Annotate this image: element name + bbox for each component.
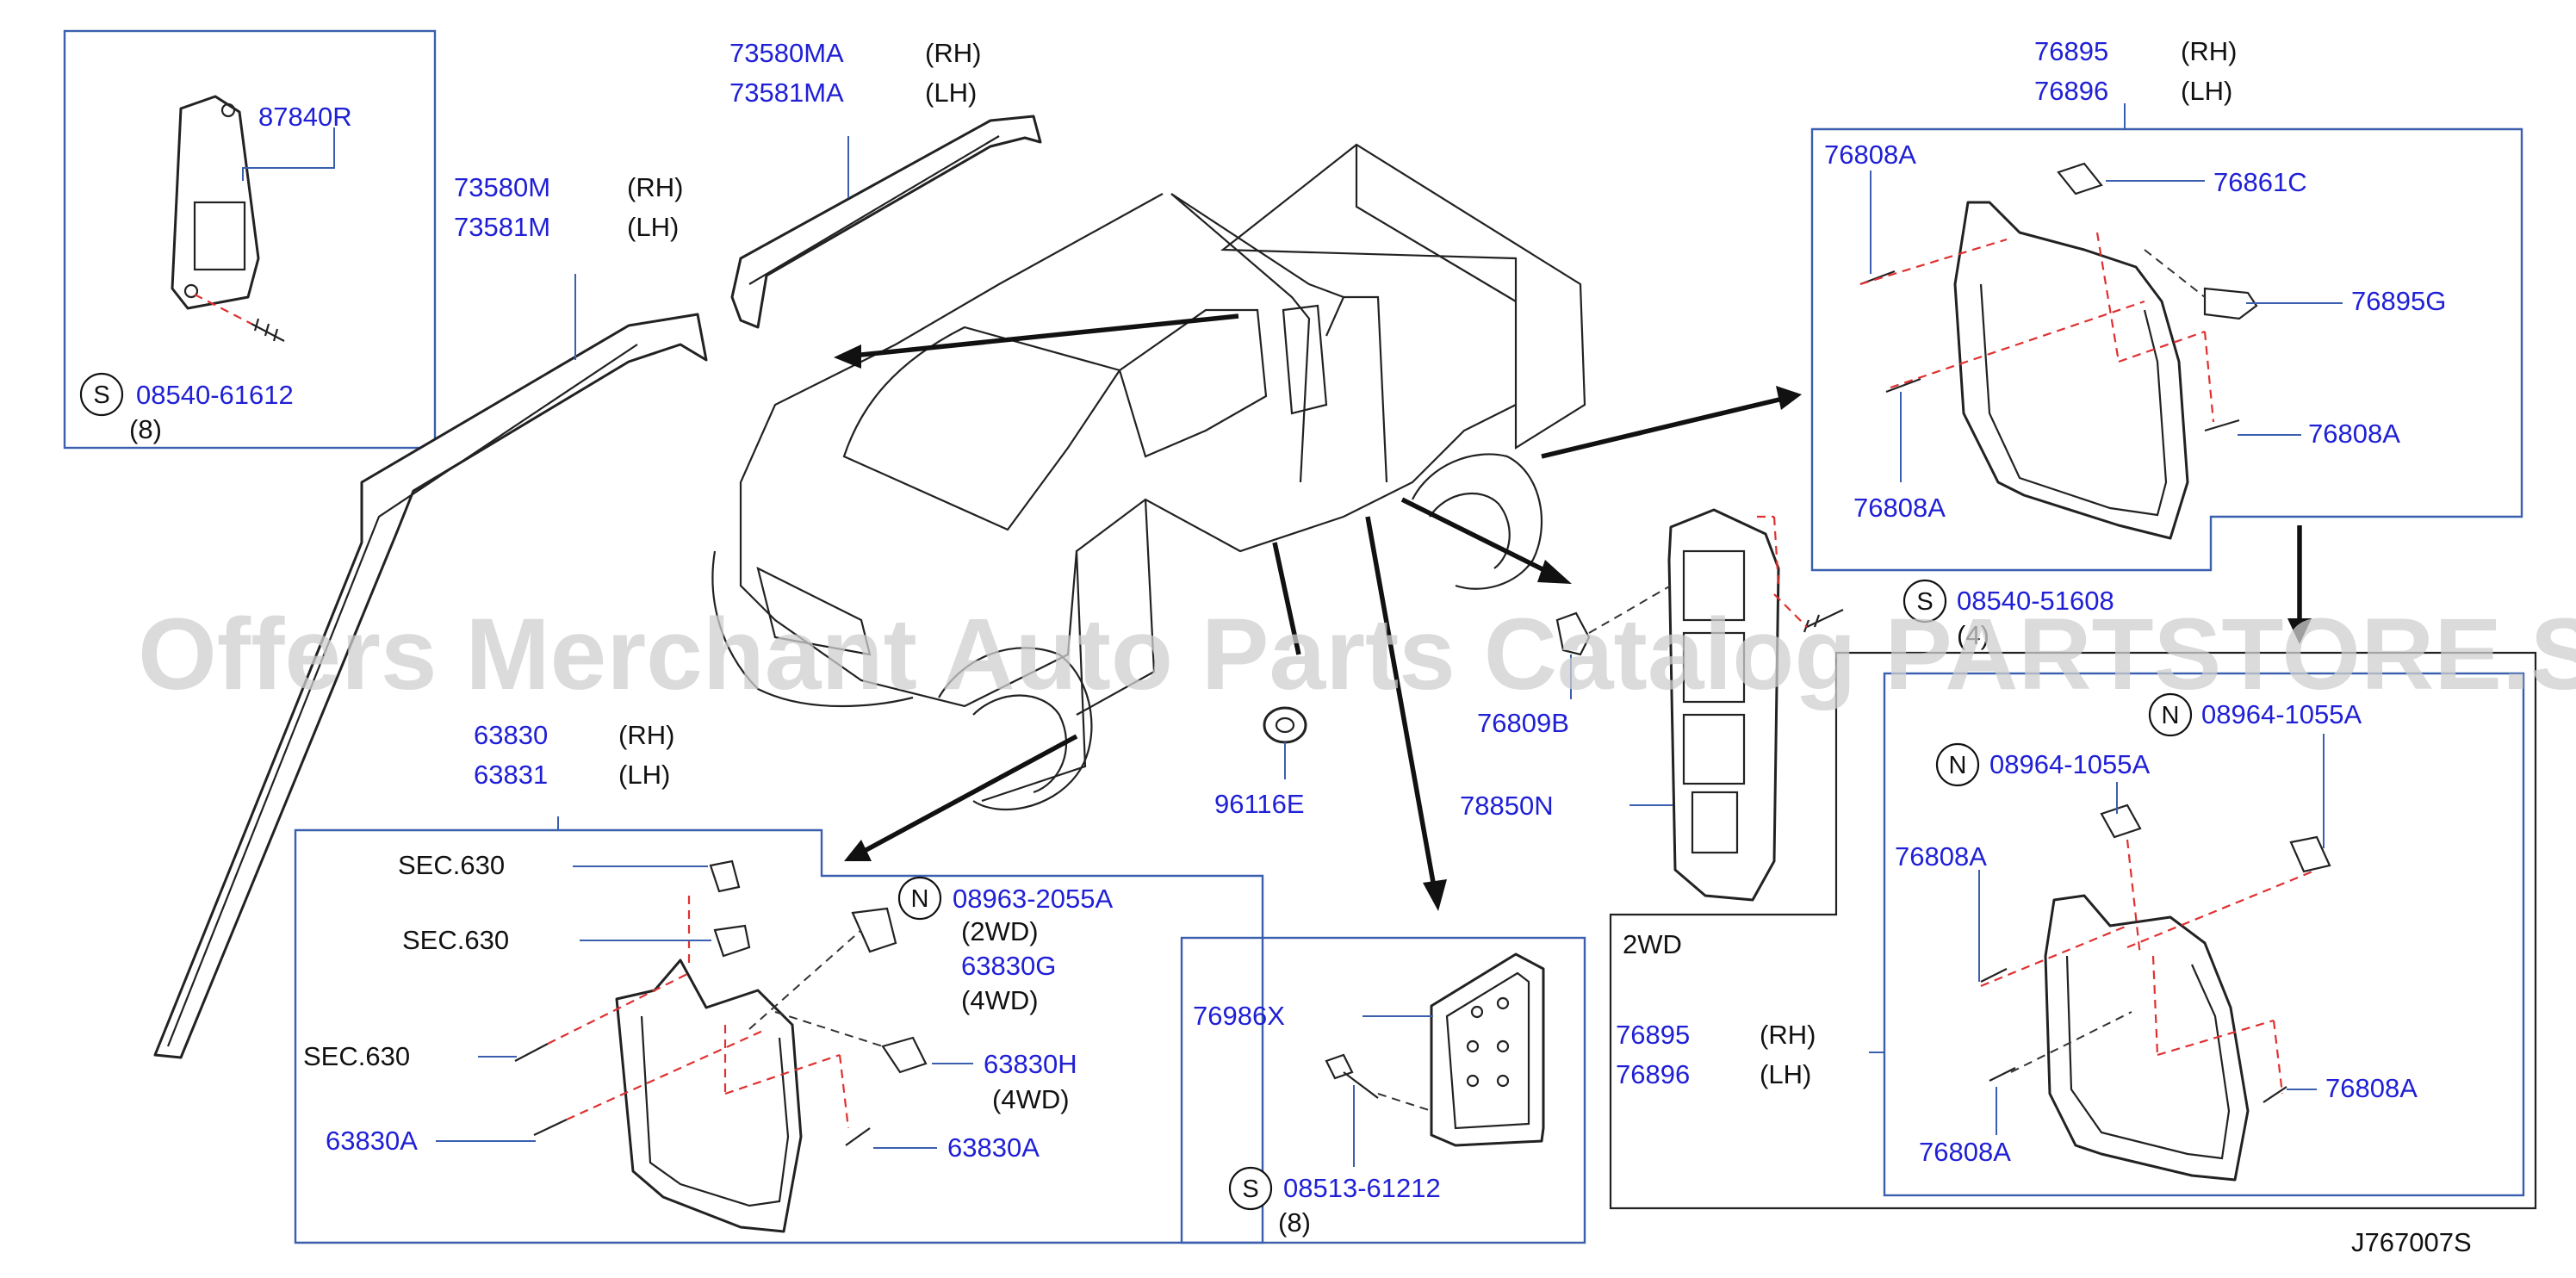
label-76895-top[interactable]: 76895 [2034, 36, 2108, 66]
label-76808A-2[interactable]: 76808A [2308, 419, 2400, 449]
label-87840R[interactable]: 87840R [258, 102, 352, 132]
label-08963-2055A[interactable]: 08963-2055A [953, 884, 1113, 914]
frame-rear-mudguard-2wd [1883, 672, 2525, 1197]
frame-door-cover [1180, 936, 1586, 1244]
label-76896-top[interactable]: 76896 [2034, 76, 2108, 106]
label-76986X[interactable]: 76986X [1193, 1001, 1285, 1031]
svg-text:N: N [1949, 752, 1967, 779]
label-96116E[interactable]: 96116E [1214, 789, 1305, 819]
label-73580M[interactable]: 73580M [454, 172, 550, 202]
grommet-part [1263, 706, 1307, 744]
frame-2wd-outer [1609, 651, 2537, 1210]
label-63830[interactable]: 63830 [474, 720, 548, 750]
label-lh-76896-top: (LH) [2181, 76, 2232, 106]
label-76809B[interactable]: 76809B [1477, 708, 1569, 738]
label-sec630-1[interactable]: SEC.630 [398, 850, 505, 880]
label-08540-61612[interactable]: 08540-61612 [136, 380, 294, 410]
label-63831[interactable]: 63831 [474, 760, 548, 790]
svg-text:S: S [1242, 1176, 1258, 1203]
label-lh-73581MA: (LH) [925, 78, 977, 108]
label-qty-4: (4) [1957, 620, 1989, 650]
label-63830A-1[interactable]: 63830A [326, 1126, 418, 1156]
label-lh-73581M: (LH) [627, 212, 679, 242]
roof-molding-rh-part [153, 313, 708, 1059]
label-76895-bot[interactable]: 76895 [1616, 1020, 1690, 1050]
tailgate-cover-part [171, 95, 285, 342]
label-qty-8-b: (8) [1278, 1207, 1311, 1238]
label-qty-8-a: (8) [129, 414, 162, 444]
frame-front-mudguard [294, 828, 1264, 1244]
label-76895G[interactable]: 76895G [2351, 286, 2446, 316]
label-76861C[interactable]: 76861C [2213, 167, 2307, 197]
roof-molding-lh-part [730, 115, 1042, 329]
label-sec630-3[interactable]: SEC.630 [303, 1041, 410, 1071]
label-4wd-a: (4WD) [961, 985, 1039, 1015]
label-76808A-1[interactable]: 76808A [1824, 140, 1916, 170]
label-08964-1055A-1[interactable]: 08964-1055A [2201, 699, 2362, 729]
label-rh-73580MA: (RH) [925, 38, 981, 68]
svg-text:S: S [93, 382, 109, 409]
symbol-n-1055a-2: N [1935, 742, 1980, 787]
leader-lines [242, 103, 2343, 1167]
pickup-truck-illustration [711, 143, 1586, 811]
label-78850N[interactable]: 78850N [1460, 791, 1554, 821]
rear-mudguard-4wd-part [1859, 162, 2258, 540]
label-08964-1055A-2[interactable]: 08964-1055A [1989, 749, 2150, 779]
label-rh-76895-bot: (RH) [1760, 1020, 1816, 1050]
label-rh-63830: (RH) [618, 720, 674, 750]
label-76808A-3[interactable]: 76808A [1853, 493, 1946, 523]
label-63830H[interactable]: 63830H [984, 1049, 1077, 1079]
front-mudguard-part [514, 859, 928, 1233]
symbol-n-2055a: N [897, 876, 942, 921]
diagram-code: J767007S [2351, 1227, 2472, 1257]
rear-mudguard-2wd-part [1980, 803, 2331, 1182]
symbol-s-51608: S [1903, 579, 1947, 623]
label-63830A-2[interactable]: 63830A [947, 1132, 1040, 1163]
label-63830G[interactable]: 63830G [961, 951, 1056, 981]
label-rh-76895-top: (RH) [2181, 36, 2237, 66]
label-sec630-2[interactable]: SEC.630 [402, 925, 509, 955]
svg-text:N: N [911, 885, 929, 913]
svg-text:S: S [1916, 588, 1933, 616]
svg-text:N: N [2162, 702, 2180, 729]
label-08513-61212[interactable]: 08513-61212 [1283, 1173, 1441, 1203]
label-2wd: 2WD [1623, 929, 1682, 959]
label-76896-bot[interactable]: 76896 [1616, 1059, 1690, 1089]
label-lh-63831: (LH) [618, 760, 670, 790]
symbol-s-61212: S [1228, 1166, 1273, 1211]
step-rail-part [1555, 508, 1844, 902]
frame-tailgate-cover [63, 29, 437, 450]
label-73581M[interactable]: 73581M [454, 212, 550, 242]
pointer-arrows [834, 313, 2312, 911]
door-cover-part [1325, 952, 1545, 1147]
label-76808A-6[interactable]: 76808A [1919, 1137, 2011, 1167]
symbol-n-1055a-1: N [2148, 692, 2193, 737]
label-08540-51608[interactable]: 08540-51608 [1957, 586, 2114, 616]
frame-rear-mudguard-4wd [1810, 127, 2523, 572]
label-lh-76896-bot: (LH) [1760, 1059, 1811, 1089]
label-rh-73580M: (RH) [627, 172, 683, 202]
label-73580MA[interactable]: 73580MA [729, 38, 844, 68]
label-76808A-5[interactable]: 76808A [2325, 1073, 2418, 1103]
label-76808A-4[interactable]: 76808A [1895, 841, 1987, 872]
label-73581MA[interactable]: 73581MA [729, 78, 844, 108]
watermark-text: Offers Merchant Auto Parts Catalog PARTS… [138, 598, 2576, 711]
labels: 87840R 08540-61612 (8) 73580M (RH) 73581… [129, 36, 2472, 1257]
label-4wd-b: (4WD) [992, 1084, 1070, 1114]
symbol-s-61612: S [79, 372, 124, 417]
label-2wd-a: (2WD) [961, 916, 1039, 946]
